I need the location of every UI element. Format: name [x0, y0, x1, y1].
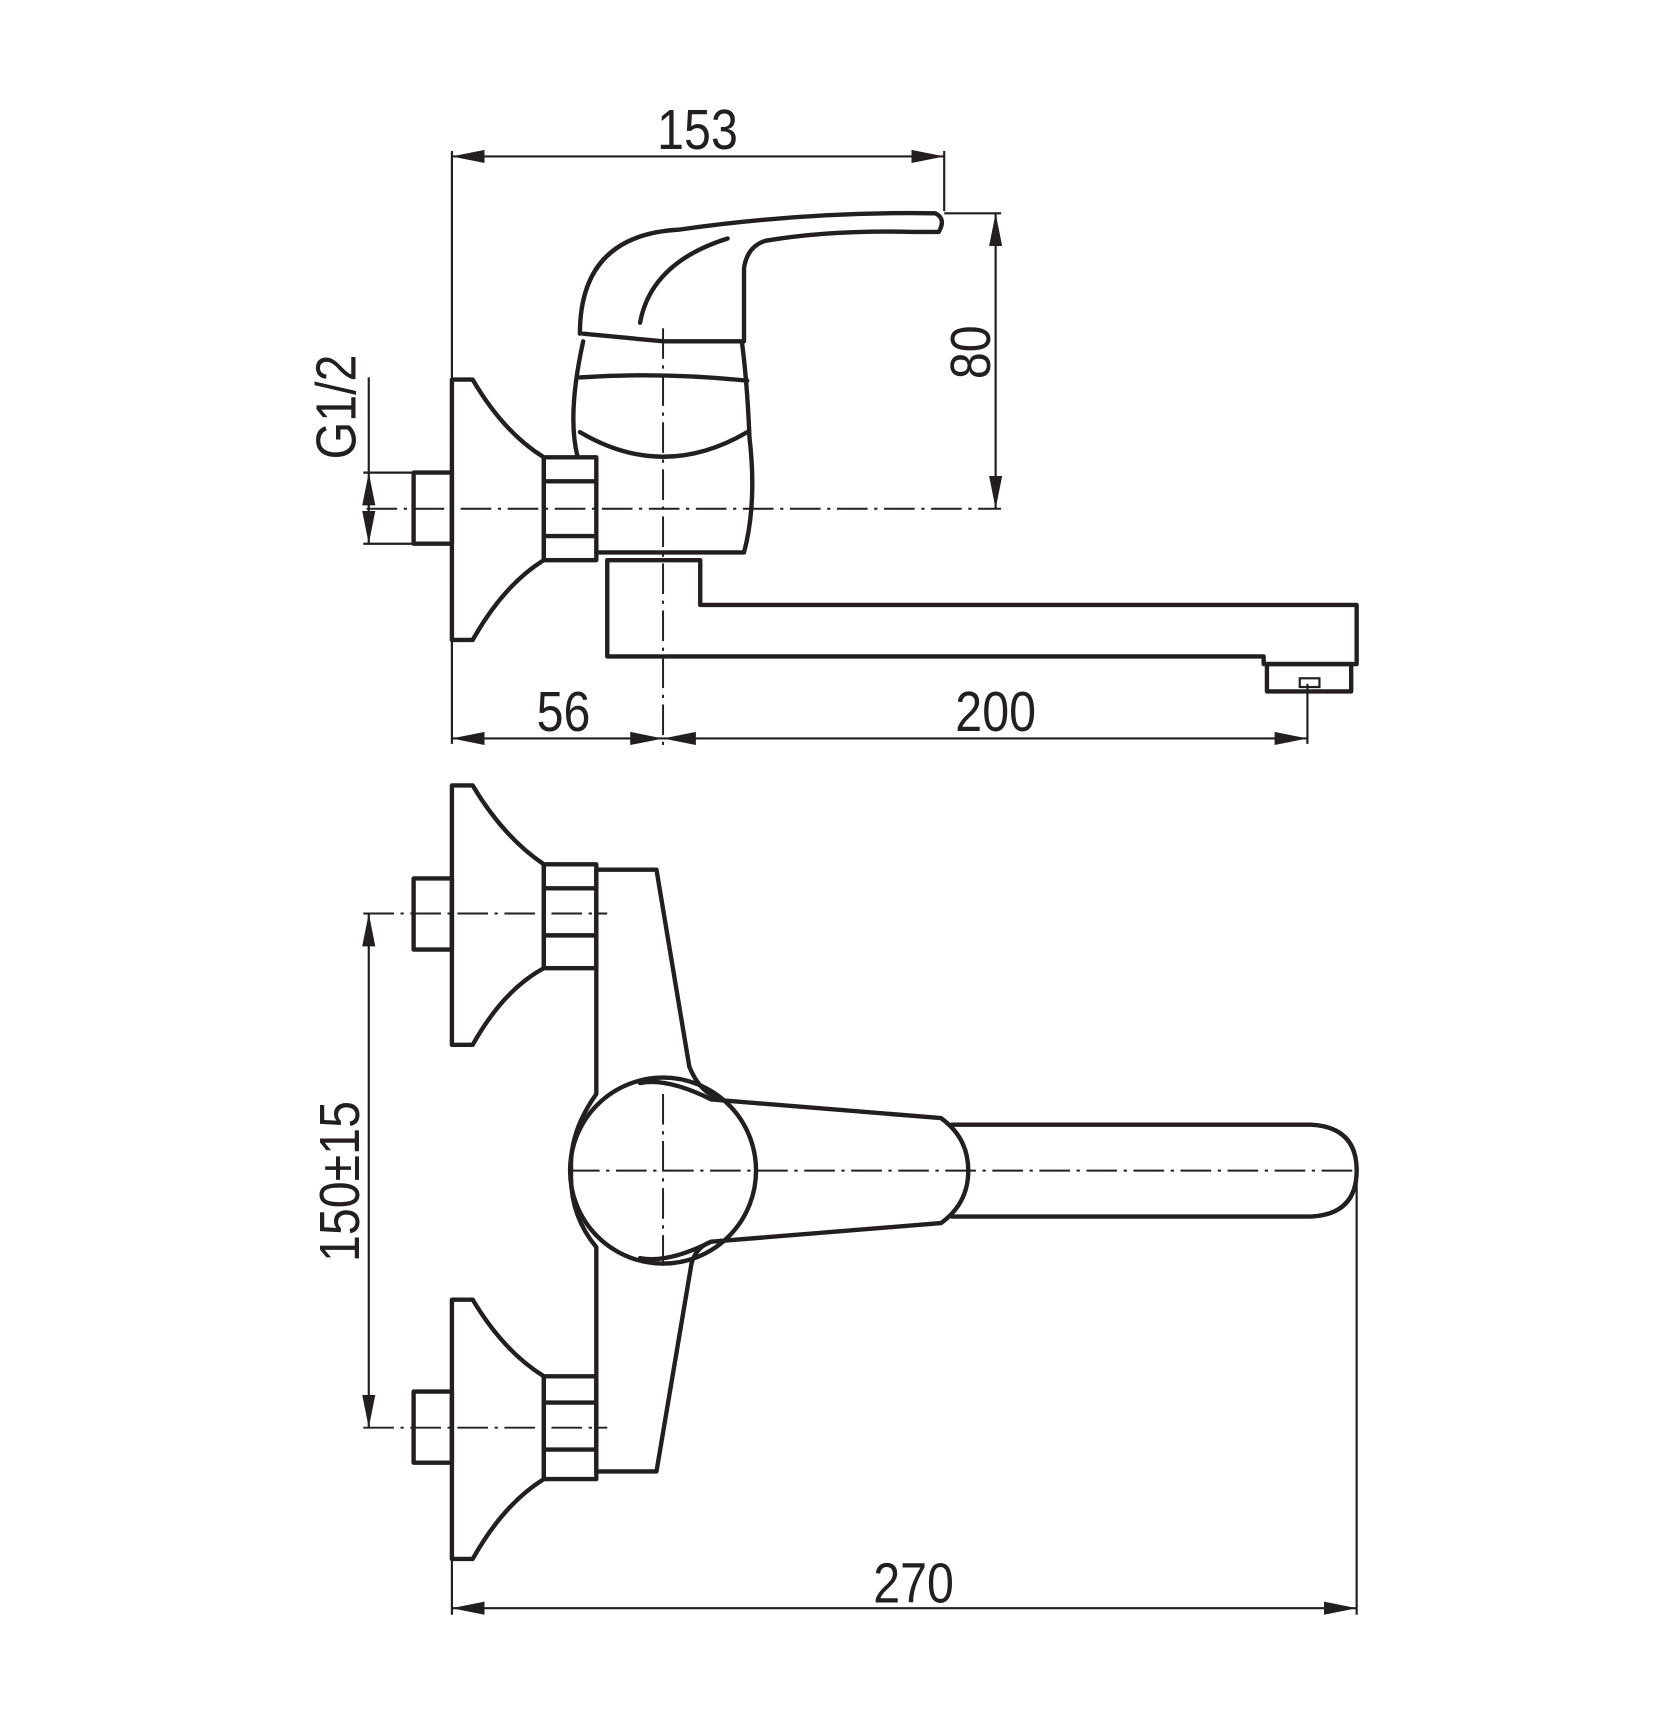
dimension-270: 270: [873, 1552, 954, 1616]
dimension-200: 200: [955, 680, 1036, 744]
lever-groove: [637, 236, 730, 325]
side-view: 153 80 G1/2 56 200: [305, 98, 1359, 747]
dimension-150: 150±15: [308, 1101, 372, 1262]
dimension-80: 80: [940, 325, 1004, 379]
aerator: [1264, 661, 1354, 694]
wall-plate: [449, 377, 546, 643]
dimension-56: 56: [537, 680, 591, 744]
top-view: 150±15 270: [308, 783, 1359, 1616]
union-nut: [541, 455, 599, 563]
upper-union-nut: [541, 862, 599, 971]
dimension-thread: G1/2: [305, 355, 369, 460]
spout-pipe-top: [949, 1122, 1359, 1219]
upper-wall-plate: [449, 783, 546, 1047]
dimension-153: 153: [657, 98, 738, 162]
mixer-body: [571, 331, 755, 555]
lower-wall-plate: [449, 1297, 546, 1562]
lever-handle: [577, 210, 945, 344]
spout-pipe: [605, 557, 1359, 667]
